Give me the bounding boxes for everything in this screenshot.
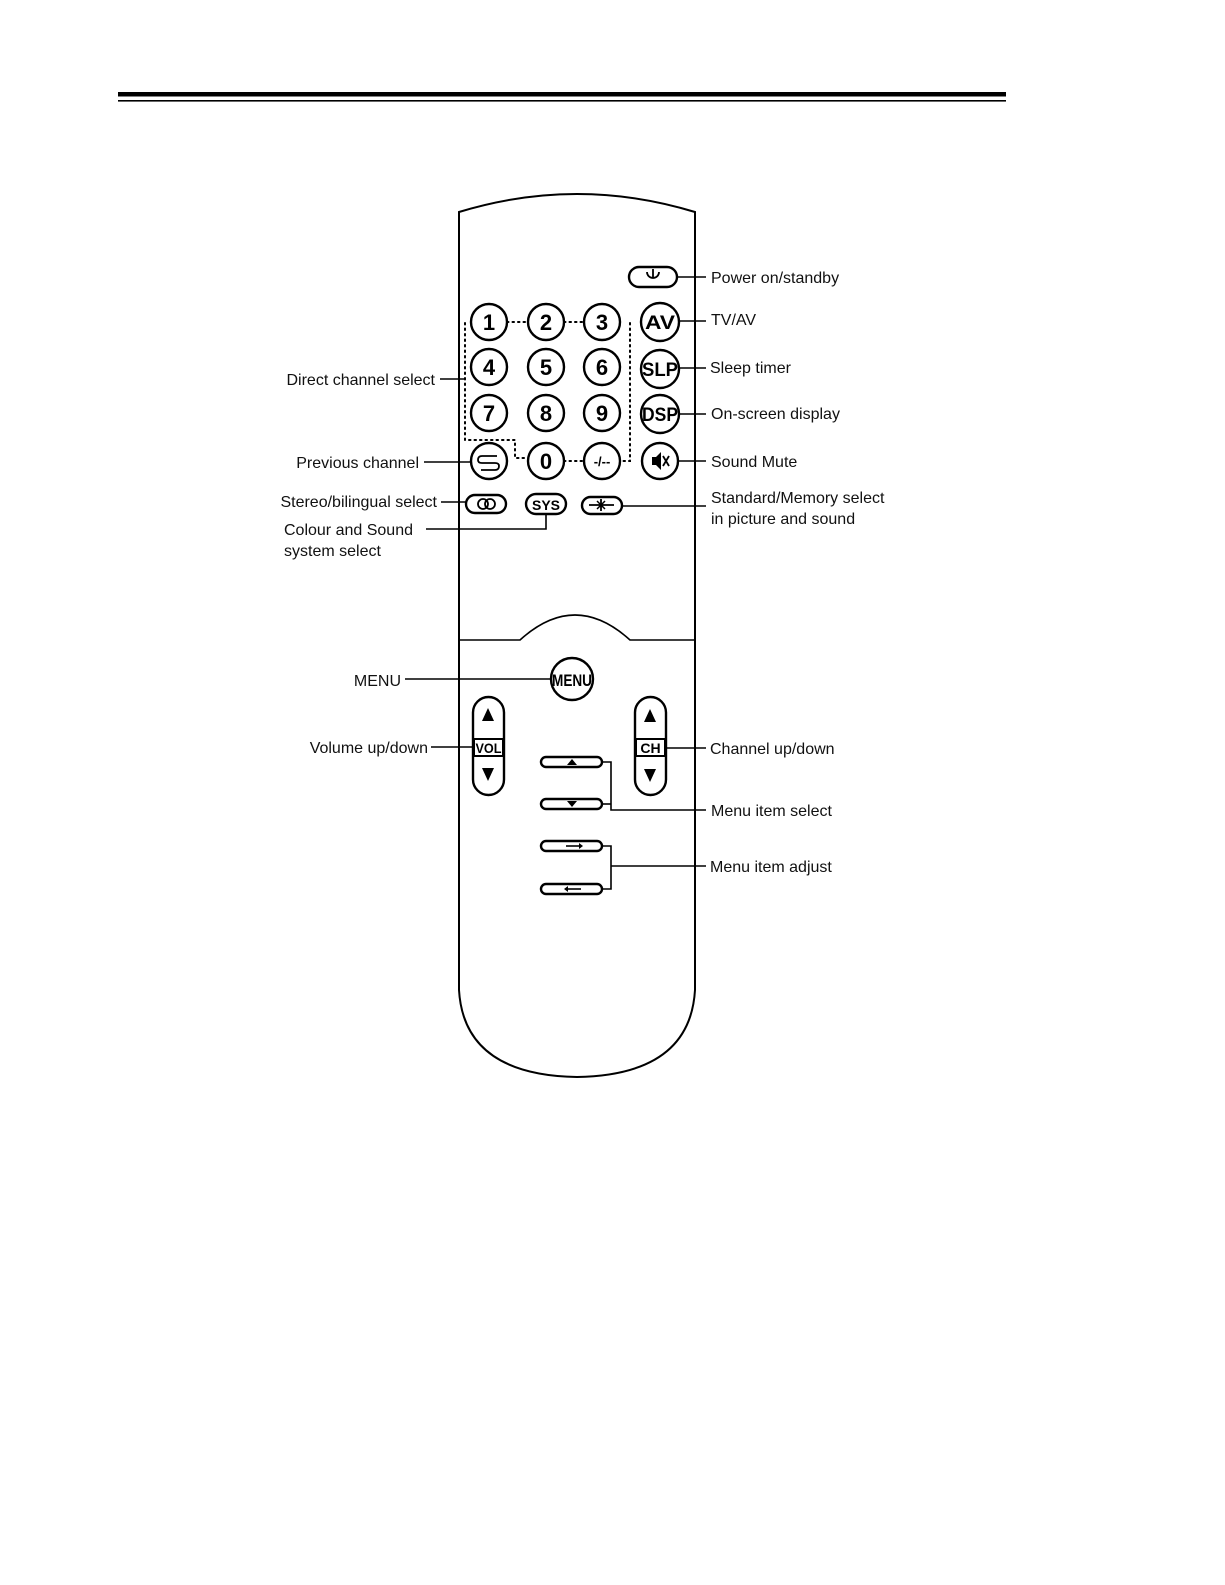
menu-down-button[interactable] [539,797,604,811]
sys-label: SYS [532,497,560,513]
display-label: DSP [642,405,678,426]
label-menu: MENU [354,673,401,690]
digit-label: 6 [596,355,608,380]
label-tv-av: TV/AV [711,312,756,329]
power-button[interactable] [627,265,679,289]
menu-left-button[interactable] [539,882,604,896]
sys-button[interactable]: SYS [524,492,568,516]
mute-icon [652,452,670,470]
digit-button-5[interactable]: 5 [526,347,566,387]
label-standard-memory: Standard/Memory select [711,490,885,507]
label-on-screen-display: On-screen display [711,406,840,423]
label-volume: Volume up/down [310,740,428,757]
leader-lines [405,276,706,890]
label-direct-channel: Direct channel select [286,372,435,389]
digit-group-outline [464,321,631,462]
stereo-icon [477,498,496,510]
label-channel: Channel up/down [710,741,835,758]
volume-rocker[interactable]: VOL [471,695,506,797]
label-colour-sound-2: system select [284,543,381,560]
channel-up-icon [644,709,656,722]
digit-label: 8 [540,401,552,426]
av-label: AV [645,313,675,334]
menu-button-label: MENU [552,671,592,690]
power-icon [646,269,660,279]
digit-label: 0 [540,449,552,474]
volume-label: VOL [476,740,502,756]
digit-button-4[interactable]: 4 [469,347,509,387]
digit-label: 5 [540,355,552,380]
digit-button-2[interactable]: 2 [526,302,566,342]
av-button[interactable]: AV [639,301,681,343]
label-stereo-bilingual: Stereo/bilingual select [280,494,437,511]
digit-entry-label: -/-- [594,454,611,469]
left-arrow-icon [564,886,581,892]
digit-button-7[interactable]: 7 [469,393,509,433]
digit-button-3[interactable]: 3 [582,302,622,342]
label-menu-item-select: Menu item select [711,803,832,820]
channel-down-icon [644,769,656,782]
label-sleep-timer: Sleep timer [710,360,792,377]
digit-button-6[interactable]: 6 [582,347,622,387]
channel-label: CH [640,740,660,756]
label-standard-memory-2: in picture and sound [711,511,855,528]
digit-entry-button[interactable]: -/-- [582,441,622,481]
sleep-button[interactable]: SLP [639,348,681,390]
previous-channel-button[interactable] [469,441,509,481]
digit-label: 1 [483,310,495,335]
remote-divider [459,614,695,641]
star-icon [589,499,614,511]
remote-body [458,193,696,1079]
channel-rocker[interactable]: CH [633,695,668,797]
digit-button-1[interactable]: 1 [469,302,509,342]
display-button[interactable]: DSP [639,393,681,435]
sleep-label: SLP [642,360,678,381]
label-power: Power on/standby [711,270,839,287]
digit-button-0[interactable]: 0 [526,441,566,481]
label-previous-channel: Previous channel [296,455,419,472]
standard-memory-button[interactable] [580,495,624,516]
menu-button[interactable]: MENU [549,656,595,702]
label-menu-item-adjust: Menu item adjust [710,859,832,876]
digit-button-9[interactable]: 9 [582,393,622,433]
digit-label: 3 [596,310,608,335]
digit-label: 2 [540,310,552,335]
up-arrow-icon [567,759,577,765]
callout-labels: Power on/standby TV/AV Sleep timer On-sc… [280,270,885,876]
stereo-button[interactable] [464,493,508,515]
digit-label: 4 [483,355,496,380]
label-colour-sound: Colour and Sound [284,522,413,539]
menu-right-button[interactable] [539,839,604,853]
mute-button[interactable] [640,441,680,481]
volume-up-icon [482,708,494,721]
digit-button-8[interactable]: 8 [526,393,566,433]
volume-down-icon [482,768,494,781]
right-arrow-icon [566,843,583,849]
digit-label: 9 [596,401,608,426]
swap-icon [477,455,500,471]
down-arrow-icon [567,801,577,807]
label-sound-mute: Sound Mute [711,454,797,471]
header-rule [118,92,1006,102]
menu-up-button[interactable] [539,755,604,769]
digit-label: 7 [483,401,495,426]
